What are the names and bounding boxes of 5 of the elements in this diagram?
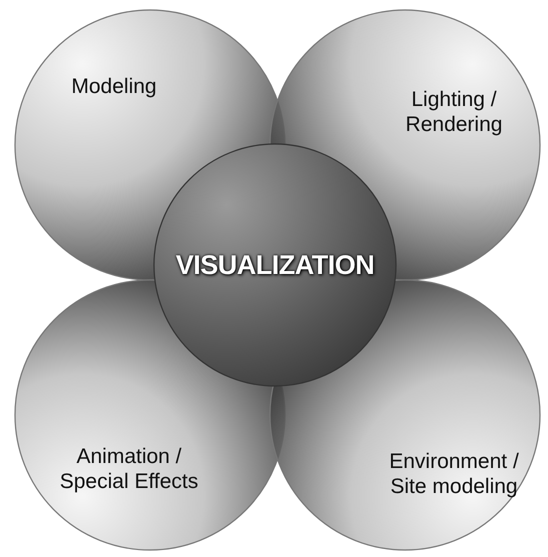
circle-label: Animation / Special Effects [58, 444, 200, 494]
circle-label: Modeling [70, 74, 158, 100]
circle-label: Lighting / Rendering [404, 87, 504, 138]
circle-label: Environment / Site modeling [388, 449, 520, 500]
center-title: VISUALIZATION [174, 249, 376, 282]
